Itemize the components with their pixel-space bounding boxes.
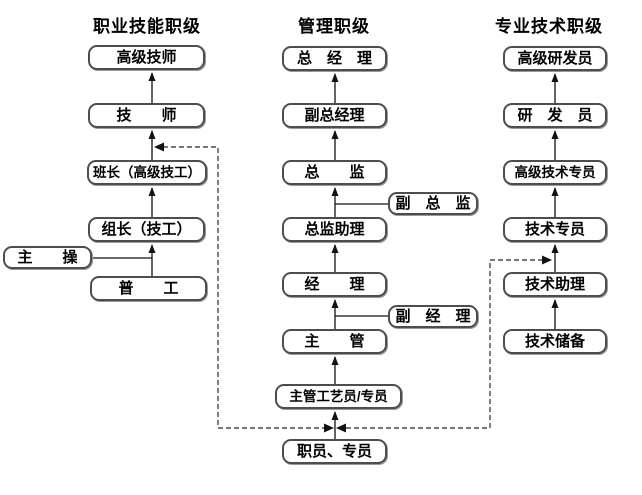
side-connectors (92, 203, 388, 317)
box-deputy-manager: 副 经 理 (388, 305, 478, 328)
box-general-manager: 总 经 理 (282, 46, 387, 71)
box-clerk-specialist: 职员、专员 (282, 439, 387, 464)
promotion-arrows (148, 72, 559, 439)
box-technical-assistant: 技术助理 (503, 272, 607, 297)
box-squad-leader-senior-worker: 班长（高级技工） (87, 160, 207, 185)
box-director: 总 监 (282, 160, 387, 185)
box-main-operator: 主 操 (3, 246, 92, 269)
box-senior-rd-engineer: 高级研发员 (503, 46, 607, 71)
box-senior-technical-specialist: 高级技术专员 (503, 160, 607, 185)
transfer-paths-dashed (163, 146, 542, 429)
box-deputy-general-manager: 副总经理 (282, 103, 387, 128)
box-supervisor: 主 管 (282, 329, 387, 354)
box-general-worker: 普 工 (90, 276, 207, 301)
box-rd-engineer: 研 发 员 (503, 103, 607, 128)
box-senior-technician: 高级技师 (88, 45, 205, 70)
management-track-title: 管理职级 (298, 17, 370, 36)
box-deputy-director: 副 总 监 (388, 192, 478, 215)
box-group-leader-worker: 组长（技工） (88, 217, 205, 242)
technical-track-title: 专业技术职级 (495, 17, 603, 36)
skill-track-title: 职业技能职级 (93, 17, 201, 36)
box-chief-process-specialist: 主管工艺员/专员 (275, 384, 402, 409)
box-technical-specialist: 技术专员 (503, 217, 607, 242)
box-director-assistant: 总监助理 (282, 217, 387, 242)
box-technician: 技 师 (88, 103, 205, 128)
transfer-arrowheads (154, 142, 552, 433)
box-technical-reserve: 技术储备 (503, 329, 607, 354)
box-manager: 经 理 (282, 272, 387, 297)
